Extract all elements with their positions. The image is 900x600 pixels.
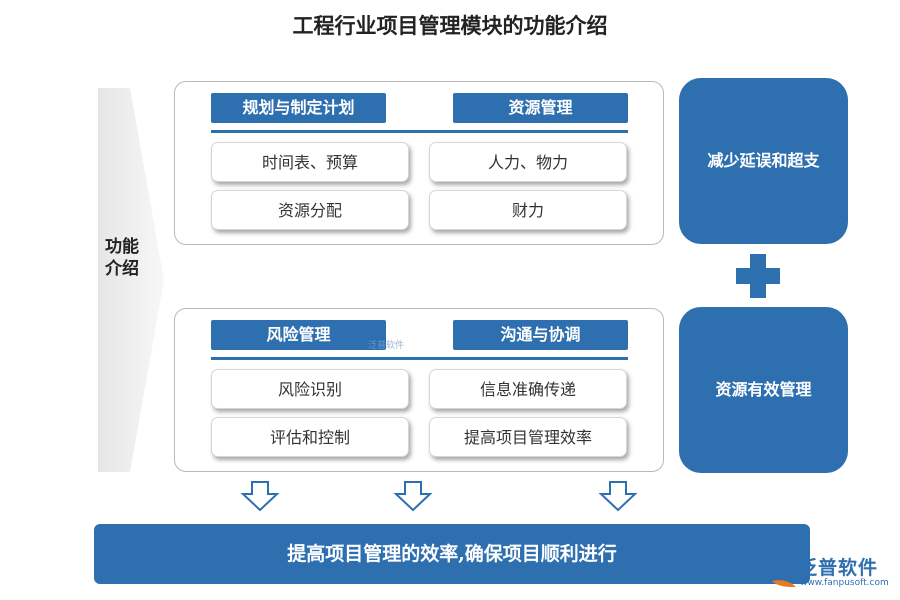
side-label: 功能介绍: [105, 237, 139, 279]
item-financial: 财力: [429, 190, 627, 230]
watermark: 泛普软件: [368, 341, 405, 351]
down-arrow-icon: [240, 481, 280, 512]
diagram-title: 工程行业项目管理模块的功能介绍: [292, 13, 608, 38]
item-resource-allocation: 资源分配: [211, 190, 409, 230]
panel-risk-communication: 风险管理 沟通与协调 风险识别 信息准确传递 评估和控制 提高项目管理效率: [174, 308, 664, 472]
panel-planning-resources: 规划与制定计划 资源管理 时间表、预算 人力、物力 资源分配 财力: [174, 81, 664, 245]
item-schedule-budget: 时间表、预算: [211, 142, 409, 182]
down-arrow-icon: [393, 481, 433, 512]
side-chevron-arrow: [98, 88, 164, 472]
logo-name: 泛普软件: [798, 557, 879, 579]
logo-url: www.fanpusoft.com: [800, 578, 889, 588]
header-divider: [211, 357, 628, 360]
fanpu-logo-icon: [772, 563, 798, 587]
item-improve-efficiency: 提高项目管理效率: [429, 417, 627, 457]
item-accurate-info-transfer: 信息准确传递: [429, 369, 627, 409]
header-divider: [211, 130, 628, 133]
conclusion-bar: 提高项目管理的效率,确保项目顺利进行: [94, 524, 810, 584]
panel-header-resource-management: 资源管理: [453, 93, 628, 123]
panel-header-communication: 沟通与协调: [453, 320, 628, 350]
panel-header-risk-management: 风险管理: [211, 320, 386, 350]
outcome-resource-management: 资源有效管理: [679, 307, 848, 473]
item-manpower-material: 人力、物力: [429, 142, 627, 182]
outcome-reduce-delay: 减少延误和超支: [679, 78, 848, 244]
panel-header-planning: 规划与制定计划: [211, 93, 386, 123]
plus-icon: [736, 254, 780, 298]
item-evaluation-control: 评估和控制: [211, 417, 409, 457]
item-risk-identification: 风险识别: [211, 369, 409, 409]
down-arrow-icon: [598, 481, 638, 512]
